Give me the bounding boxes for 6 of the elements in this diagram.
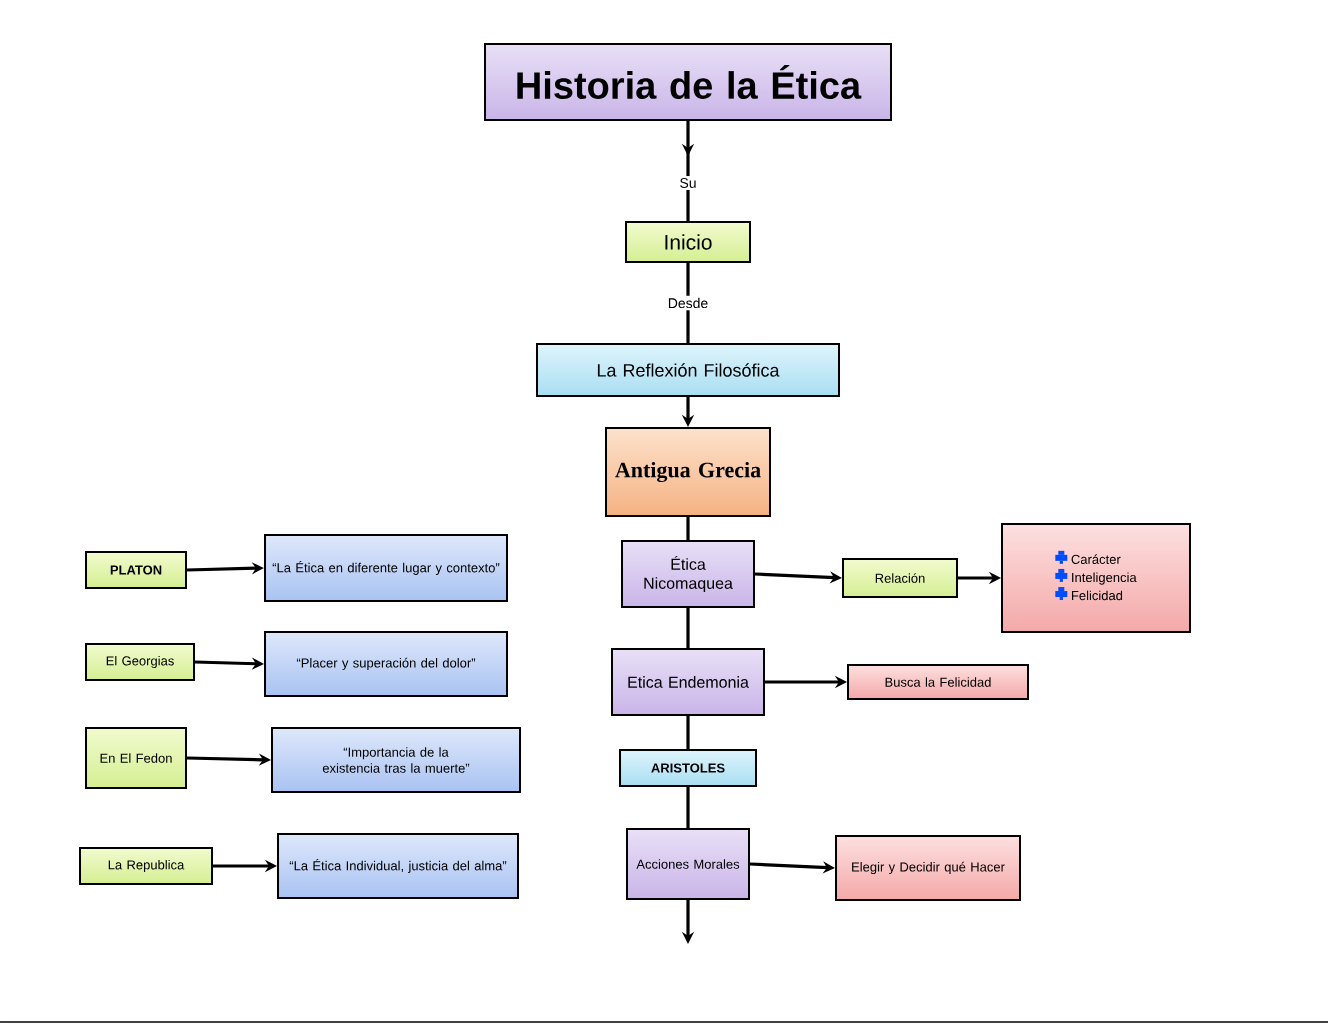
- process-box: La Reflexión Filosófica: [536, 343, 840, 397]
- process-box: Inicio: [625, 221, 751, 263]
- process-box: Ética Nicomaquea: [621, 540, 755, 608]
- process-box: Antigua Grecia: [605, 427, 771, 517]
- process-box: Etica Endemonia: [611, 648, 765, 716]
- title-box: Historia de la Ética: [484, 43, 892, 121]
